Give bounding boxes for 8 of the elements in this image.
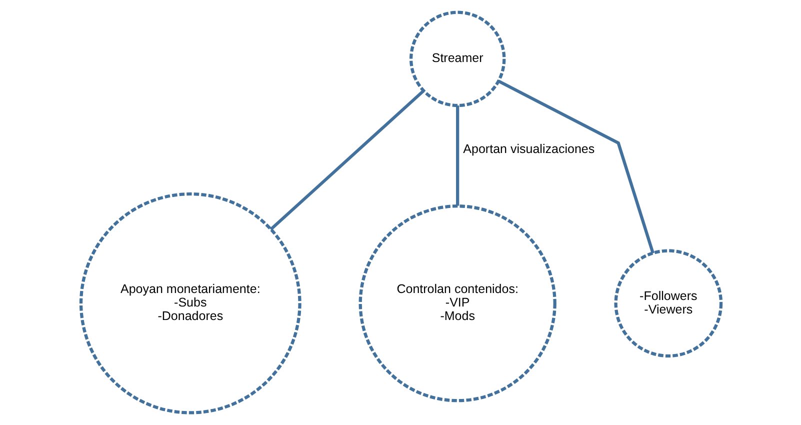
- node-circle: Controlan contenidos: -VIP -Mods: [358, 204, 556, 402]
- node-circle: Streamer: [408, 10, 506, 108]
- connector: [269, 90, 424, 231]
- node-circle: -Followers -Viewers: [614, 249, 722, 358]
- node-circle: Apoyan monetariamente: -Subs -Donadores: [78, 192, 301, 414]
- edge-label: Aportan visualizaciones: [462, 142, 594, 156]
- connector: [497, 80, 654, 254]
- connector: [456, 106, 459, 206]
